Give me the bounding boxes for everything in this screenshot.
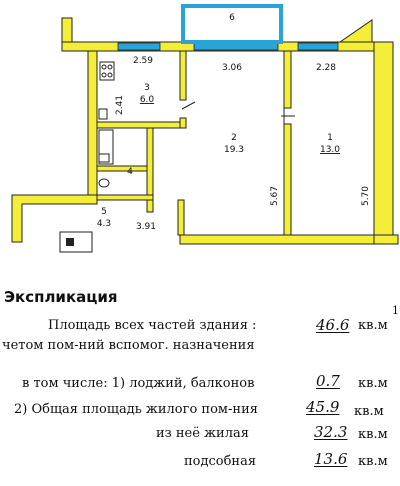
- auxiliary-text: подсобная: [184, 454, 257, 469]
- auxiliary-value: 13.6: [314, 450, 348, 468]
- floor-plan: 6 1 13.0 2 19.3 3 6.0 4 5 4.3 2.59 3.06 …: [11, 4, 399, 253]
- corridor-post: [177, 199, 185, 236]
- dim-kitchen-height: 2.41: [115, 95, 125, 115]
- dim-room2-width: 3.06: [222, 63, 242, 73]
- dim-room1-width: 2.28: [316, 63, 336, 73]
- room-area-5: 4.3: [97, 219, 111, 229]
- kitchen-fixtures: [98, 61, 115, 120]
- auxiliary-unit: кв.м: [358, 454, 388, 469]
- balcony: [181, 4, 283, 44]
- living-total-text: 2) Общая площадь жилого пом-ния: [14, 402, 258, 417]
- residential-value: 32.3: [314, 423, 348, 441]
- balcony-number: 6: [229, 13, 235, 23]
- room-area-3: 6.0: [140, 95, 155, 105]
- room-number-3: 3: [144, 83, 150, 93]
- window-room1: [297, 42, 339, 51]
- edge-mark: 1: [392, 304, 399, 317]
- bath-sink-icon: [98, 153, 110, 163]
- room-number-2: 2: [231, 133, 237, 143]
- corner-wall-right: [338, 19, 373, 43]
- room-number-1: 1: [327, 133, 333, 143]
- room-area-2: 19.3: [224, 145, 244, 155]
- bath-wall-mid: [96, 165, 148, 172]
- bath-wall-right: [146, 127, 154, 213]
- partition-wall-2: [179, 117, 187, 129]
- toilet-icon: [98, 178, 110, 188]
- partition-wall-1: [179, 50, 187, 101]
- total-area-unit: кв.м: [358, 318, 388, 333]
- dim-room1-height: 5.70: [361, 186, 371, 206]
- room-number-5: 5: [101, 207, 107, 217]
- balconies-text: в том числе: 1) лоджий, балконов: [22, 376, 255, 391]
- dim-room2-height: 5.67: [270, 186, 280, 206]
- sink-icon: [98, 108, 108, 120]
- right-stub: [373, 234, 399, 245]
- residential-unit: кв.м: [358, 427, 388, 442]
- kitchen-left-wall: [87, 50, 98, 196]
- window-kitchen: [117, 42, 161, 51]
- room-divider-wall: [283, 50, 292, 241]
- balconies-unit: кв.м: [358, 376, 388, 391]
- living-total-value: 45.9: [306, 398, 340, 416]
- plan-labels: 6 1 13.0 2 19.3 3 6.0 4 5 4.3 2.59 3.06 …: [97, 13, 371, 232]
- window-room2: [193, 42, 279, 51]
- entrance: [59, 231, 93, 253]
- total-area-value: 46.6: [316, 316, 350, 334]
- balconies-value: 0.7: [316, 372, 340, 390]
- aux-rooms-text: четом пом-ний вспомог. назначения: [2, 338, 255, 353]
- stove-icon: [99, 61, 115, 81]
- corner-wall-left: [61, 17, 73, 43]
- bottom-wall: [179, 234, 394, 245]
- explication-title: Экспликация: [4, 288, 118, 306]
- windows: [117, 4, 339, 51]
- doors: [181, 101, 295, 117]
- dim-kitchen-width: 2.59: [133, 56, 153, 66]
- bathroom-fixtures: [98, 129, 114, 188]
- living-total-unit: кв.м: [354, 404, 384, 419]
- walls: [11, 17, 399, 245]
- total-area-text: Площадь всех частей здания :: [48, 318, 257, 333]
- room-number-4: 4: [127, 167, 133, 177]
- kitchen-bottom-wall: [96, 121, 183, 129]
- right-wall: [373, 41, 394, 241]
- bath-wall-bottom: [96, 194, 154, 201]
- room-area-1: 13.0: [320, 145, 340, 155]
- residential-text: из неё жилая: [156, 426, 249, 441]
- dim-corridor-width: 3.91: [136, 222, 156, 232]
